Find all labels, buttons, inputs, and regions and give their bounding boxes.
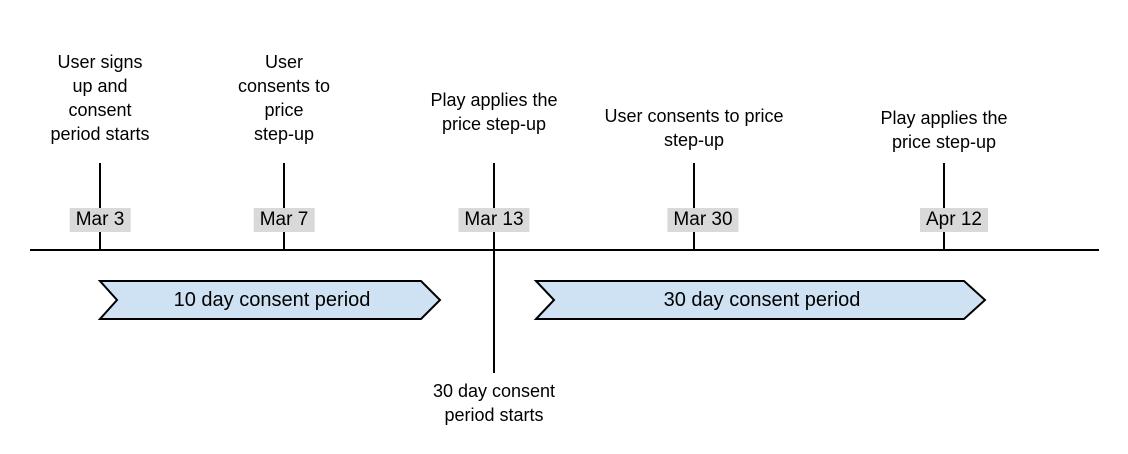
- event-tick: [493, 163, 495, 373]
- event-label: User signs up and consent period starts: [50, 52, 150, 144]
- event-below-note: 30 day consent period starts: [432, 381, 556, 425]
- timeline-axis: [30, 249, 1099, 251]
- ribbon-arrow-30-day-period: [533, 280, 987, 320]
- event-label: Play applies the price step-up: [880, 108, 1008, 152]
- event-tick: [693, 163, 695, 250]
- event-date-chip: Mar 30: [667, 208, 739, 232]
- event-tick: [283, 163, 285, 250]
- ribbon-arrow-10-day-period: [97, 280, 442, 320]
- event-date-chip: Mar 13: [458, 208, 530, 232]
- event-tick: [943, 163, 945, 250]
- event-date-chip: Mar 3: [69, 208, 131, 232]
- event-tick: [99, 163, 101, 250]
- period-label-30-day: 30 day consent period: [663, 289, 861, 311]
- period-label-10-day: 10 day consent period: [173, 289, 371, 311]
- event-label: User consents to price step-up: [604, 106, 784, 150]
- event-label: Play applies the price step-up: [430, 90, 558, 134]
- event-date-chip: Mar 7: [253, 208, 315, 232]
- event-label: User consents to price step-up: [237, 52, 331, 144]
- event-date-chip: Apr 12: [920, 208, 988, 232]
